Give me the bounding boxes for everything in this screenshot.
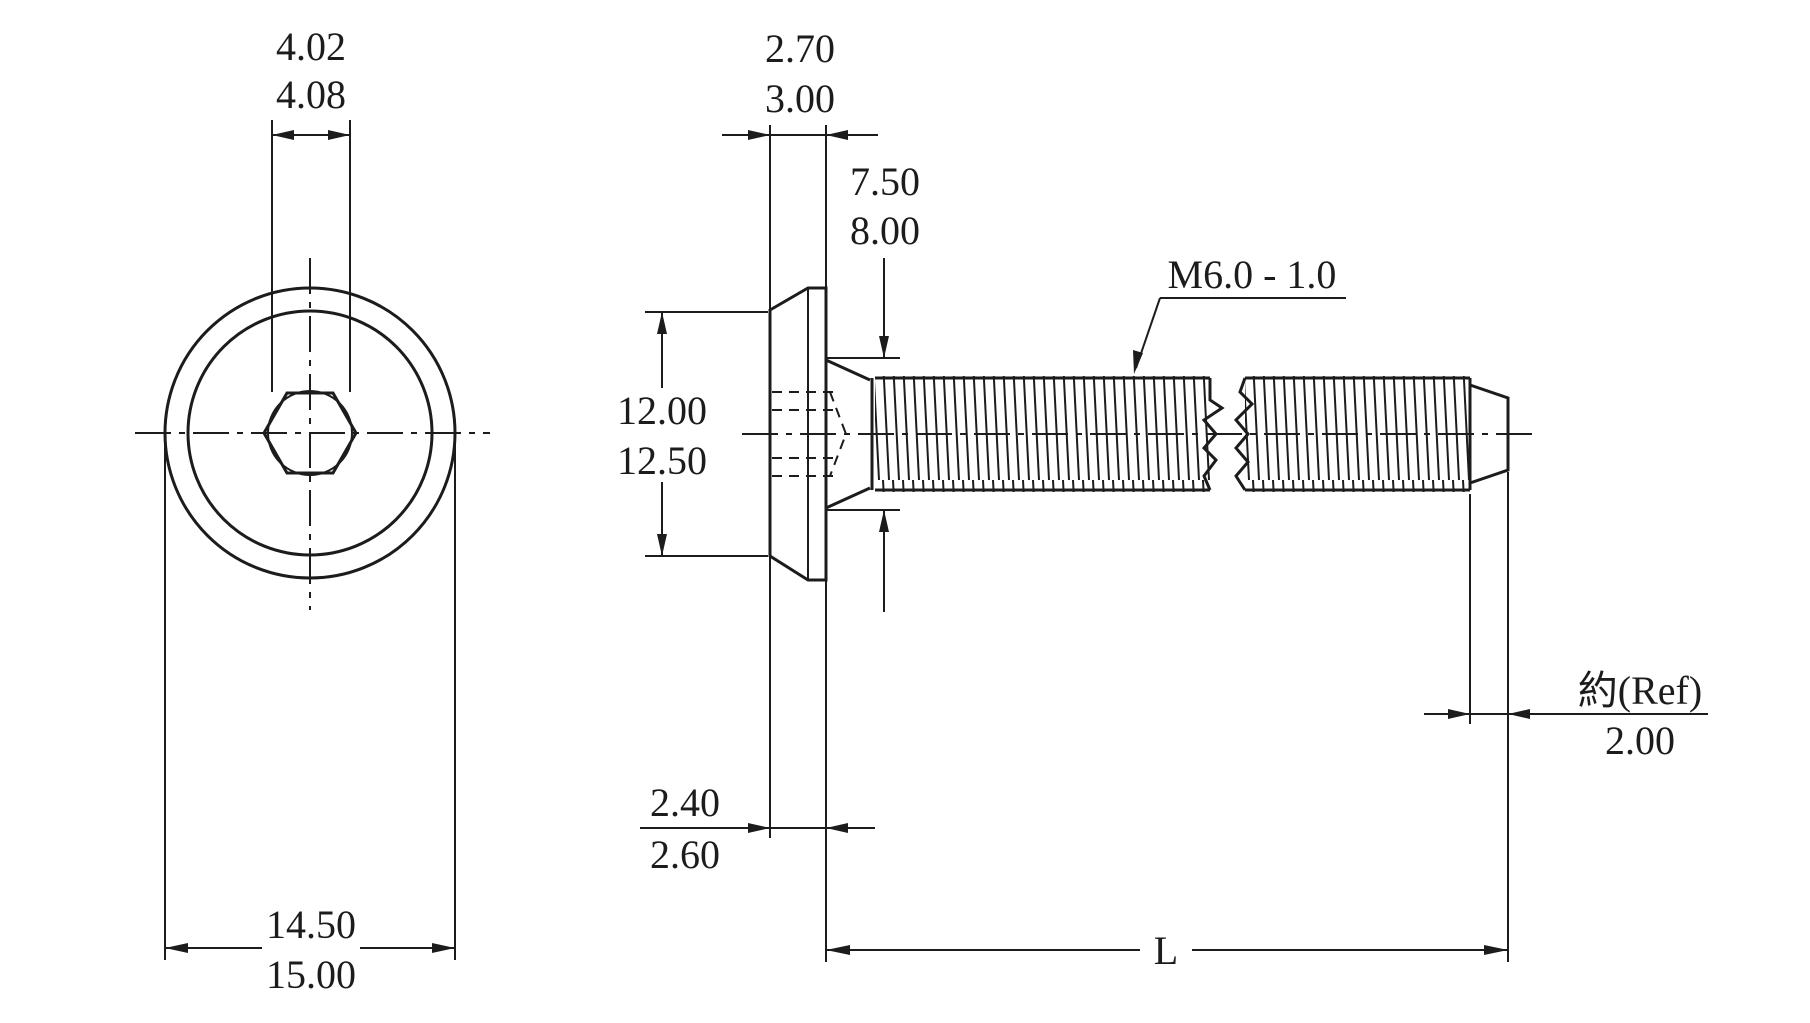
head-diameter-arrow-right [432, 943, 455, 953]
flange-thickness-min: 2.40 [650, 780, 720, 825]
flange-thickness-max: 2.60 [650, 832, 720, 877]
socket-hidden-tip [829, 391, 848, 477]
thread-spec-arrow [1133, 350, 1143, 374]
flange-thickness-arrow-left [748, 823, 770, 833]
chamfer-arrow-left [1448, 709, 1470, 719]
head-diameter-arrow-left [165, 943, 188, 953]
length-label: L [1154, 928, 1178, 973]
head-thickness-arrow-left [748, 130, 770, 140]
head-diameter-min: 14.50 [266, 902, 356, 947]
flange-arrow-top [657, 312, 667, 334]
break-line-right [1233, 377, 1255, 491]
hex-arrow-right [328, 130, 350, 140]
neck-arrow-top [879, 336, 889, 358]
head-diameter-max: 15.00 [266, 952, 356, 997]
head-thickness-min: 2.70 [765, 26, 835, 71]
length-arrow-left [826, 945, 850, 955]
chamfer-ref-label: 約(Ref) [1578, 668, 1702, 713]
hex-width-min: 4.02 [276, 24, 346, 69]
hex-width-max: 4.08 [276, 72, 346, 117]
end-view: 4.02 4.08 14.50 15.00 [135, 24, 490, 997]
chamfer-value: 2.00 [1605, 718, 1675, 763]
neck-cone [825, 358, 871, 510]
flange-arrow-bottom [657, 534, 667, 556]
neck-diameter-min: 7.50 [850, 159, 920, 204]
hex-arrow-left [272, 130, 294, 140]
flange-diameter-max: 12.50 [617, 438, 707, 483]
head-thickness-arrow-right [826, 130, 848, 140]
side-view: 2.70 3.00 7.50 8.00 12.00 12.50 2.40 2.6… [617, 26, 1708, 973]
neck-diameter-max: 8.00 [850, 208, 920, 253]
thread-spec-label: M6.0 - 1.0 [1168, 252, 1337, 297]
flange-diameter-min: 12.00 [617, 388, 707, 433]
flange-thickness-arrow-right [826, 823, 848, 833]
length-arrow-right [1484, 945, 1508, 955]
chamfer-arrow-right [1508, 709, 1530, 719]
neck-arrow-bottom [879, 510, 889, 532]
head-thickness-max: 3.00 [765, 76, 835, 121]
